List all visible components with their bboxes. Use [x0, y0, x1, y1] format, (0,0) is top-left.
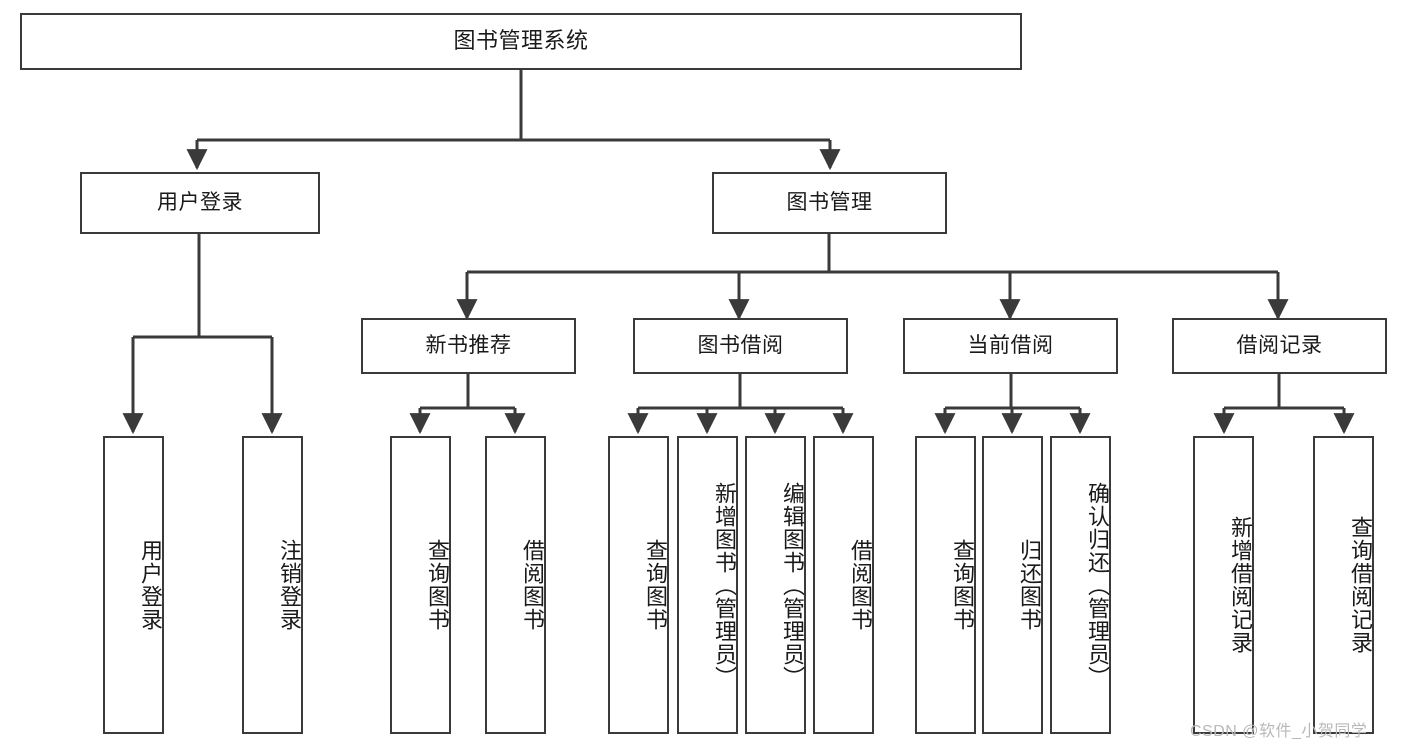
node-label: 查询图书: [643, 539, 668, 631]
node-label: 新增图书（管理员）: [712, 481, 737, 689]
node-leaf-borrow-book-2[interactable]: 借阅图书: [813, 436, 874, 734]
node-leaf-add-borrow-record[interactable]: 新增借阅记录: [1193, 436, 1254, 734]
node-leaf-query-book-3[interactable]: 查询图书: [915, 436, 976, 734]
node-leaf-query-borrow-record[interactable]: 查询借阅记录: [1313, 436, 1374, 734]
node-label: 归还图书: [1017, 539, 1042, 631]
node-label: 新书推荐: [425, 334, 512, 358]
node-label: 图书借阅: [697, 334, 784, 358]
node-new-book-recommend[interactable]: 新书推荐: [361, 318, 576, 374]
node-leaf-borrow-book-1[interactable]: 借阅图书: [485, 436, 546, 734]
csdn-watermark: CSDN @软件_小贺同学: [1190, 723, 1368, 740]
node-label: 编辑图书（管理员）: [780, 481, 805, 689]
node-book-management-system[interactable]: 图书管理系统: [20, 13, 1022, 70]
node-label: 借阅图书: [520, 539, 545, 631]
node-label: 当前借阅: [967, 334, 1054, 358]
node-book-manage[interactable]: 图书管理: [712, 172, 947, 234]
node-leaf-user-login[interactable]: 用户登录: [103, 436, 164, 734]
node-label: 用户登录: [157, 191, 243, 215]
node-leaf-confirm-return-admin[interactable]: 确认归还（管理员）: [1050, 436, 1111, 734]
node-label: 查询图书: [950, 539, 975, 631]
node-label: 图书管理: [786, 191, 873, 215]
node-label: 查询图书: [425, 539, 450, 631]
node-book-borrow[interactable]: 图书借阅: [633, 318, 848, 374]
node-label: 借阅图书: [848, 539, 873, 631]
node-label: 图书管理系统: [453, 28, 589, 54]
node-leaf-logout-login[interactable]: 注销登录: [242, 436, 303, 734]
node-user-login[interactable]: 用户登录: [80, 172, 320, 234]
node-label: 用户登录: [138, 539, 163, 631]
node-label: 注销登录: [277, 539, 302, 631]
node-label: 新增借阅记录: [1228, 516, 1253, 654]
node-label: 查询借阅记录: [1348, 516, 1373, 654]
node-label: 确认归还（管理员）: [1085, 481, 1110, 689]
node-leaf-add-book-admin[interactable]: 新增图书（管理员）: [677, 436, 738, 734]
node-label: 借阅记录: [1236, 334, 1323, 358]
node-borrow-record[interactable]: 借阅记录: [1172, 318, 1387, 374]
node-current-borrow[interactable]: 当前借阅: [903, 318, 1118, 374]
node-leaf-edit-book-admin[interactable]: 编辑图书（管理员）: [745, 436, 806, 734]
node-leaf-query-book-2[interactable]: 查询图书: [608, 436, 669, 734]
node-leaf-return-book[interactable]: 归还图书: [982, 436, 1043, 734]
node-leaf-query-book-1[interactable]: 查询图书: [390, 436, 451, 734]
